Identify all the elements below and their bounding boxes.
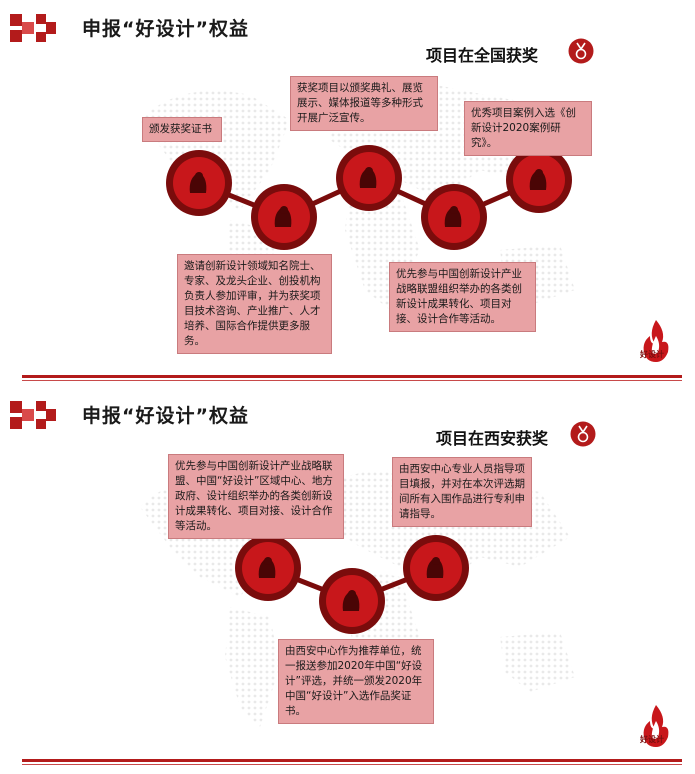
medal-icon [568,38,594,64]
medal-icon [570,421,596,447]
divider [22,380,682,381]
brand-flame-icon [643,320,669,362]
benefit-box: 优先参与中国创新设计产业战略联盟组织举办的各类创新设计成果转化、项目对接、设计合… [389,262,536,332]
divider [22,759,682,762]
benefit-box: 由西安中心专业人员指导项目填报，并对在本次评选期间所有入围作品进行专利申请指导。 [392,457,532,527]
benefit-box: 优秀项目案例入选《创新设计2020案例研究》。 [464,101,592,156]
benefit-box: 获奖项目以颁奖典礼、展览展示、媒体报道等多种形式开展广泛宣传。 [290,76,438,131]
benefit-box: 由西安中心作为推荐单位，统一报送参加2020年中国“好设计”评选，并统一颁发20… [278,639,434,724]
panel-xian: 申报“好设计”权益 项目在西安获奖 优先参与中国创新设计产业战略联盟、中国“好设… [0,387,695,774]
page-title: 申报“好设计”权益 [82,405,249,427]
benefit-box: 邀请创新设计领域知名院士、专家、及龙头企业、创投机构负责人参加评审，并为获奖项目… [177,254,332,354]
brand-label: 好设计 [640,350,664,359]
brand-flame-icon [643,705,669,747]
logo-blocks-icon [10,14,56,42]
section-label: 项目在全国获奖 [426,46,539,65]
divider [22,375,682,378]
benefit-box: 优先参与中国创新设计产业战略联盟、中国“好设计”区域中心、地方政府、设计组织举办… [168,454,344,539]
section-label: 项目在西安获奖 [436,429,549,448]
brand-label: 好设计 [640,735,664,744]
page-title: 申报“好设计”权益 [82,18,249,40]
panel-national: 申报“好设计”权益 项目在全国获奖 颁发获奖证书 获奖项目以颁奖典礼、展 [10,14,682,381]
logo-blocks-icon [10,401,56,429]
benefit-box: 颁发获奖证书 [142,117,222,142]
divider [22,764,682,765]
